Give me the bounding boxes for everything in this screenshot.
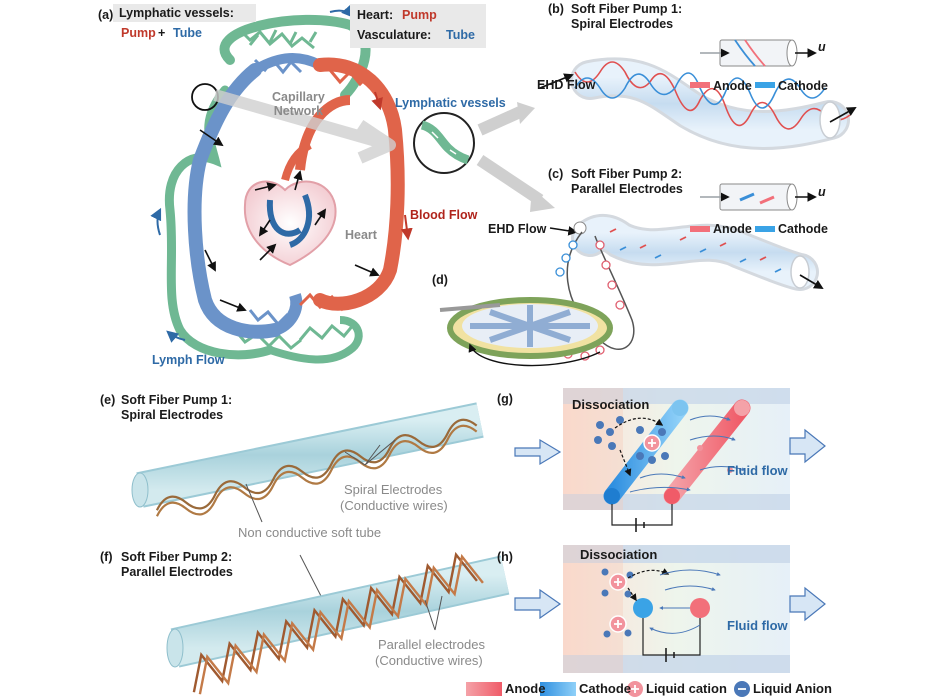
channel-h — [514, 545, 826, 673]
panel-c-tag: (c) — [548, 167, 564, 181]
lymph-flow-label: Lymph Flow — [152, 353, 225, 367]
u-label-b: u — [818, 40, 826, 54]
parallel-electrodes-label: Parallel electrodes — [378, 637, 485, 652]
parallel-electrode-tube — [166, 551, 510, 695]
ehd-flow-c: EHD Flow — [488, 222, 547, 236]
panel-e-tag: (e) — [100, 393, 116, 407]
legend-shapes — [466, 681, 750, 697]
heart-line-label: Heart: — [357, 8, 394, 22]
circulatory-diagram — [150, 4, 555, 364]
dissociation-h: Dissociation — [580, 547, 658, 562]
spiral-electrodes-label: Spiral Electrodes — [344, 482, 443, 497]
lymph-plus: + — [158, 26, 166, 40]
legend-anode: Anode — [505, 681, 546, 696]
lymph-tube: Tube — [173, 26, 202, 40]
channel-g — [514, 388, 826, 532]
panel-e-title-1: Soft Fiber Pump 1: — [121, 393, 233, 407]
parallel-electrodes-sub: (Conductive wires) — [375, 653, 483, 668]
spiral-electrodes-sub: (Conductive wires) — [340, 498, 448, 513]
cathode-swatch-b — [755, 82, 775, 88]
cathode-label-c: Cathode — [778, 222, 828, 236]
heart-label: Heart — [345, 228, 377, 242]
panel-b-title-2: Spiral Electrodes — [571, 17, 674, 31]
anode-swatch-b — [690, 82, 710, 88]
vasc-line-label: Vasculature: — [357, 28, 432, 42]
panel-d-tag: (d) — [432, 273, 448, 287]
panel-f-tag: (f) — [100, 550, 113, 564]
panel-h-tag: (h) — [497, 550, 513, 564]
spiral-electrode-tube — [131, 402, 484, 599]
dissociation-g: Dissociation — [572, 397, 650, 412]
heart-line-value: Pump — [402, 8, 437, 22]
legend-liquid-cation: Liquid cation — [646, 681, 727, 696]
parallel-pump-tube — [439, 183, 824, 367]
non-conductive-label: Non conductive soft tube — [238, 525, 382, 540]
panel-b-title-1: Soft Fiber Pump 1: — [571, 2, 683, 16]
blood-flow-label: Blood Flow — [410, 208, 478, 222]
panel-c-title-2: Parallel Electrodes — [571, 182, 683, 196]
spiral-pump-tube — [539, 39, 857, 150]
lymphatic-vessels-label: Lymphatic vessels — [395, 96, 506, 110]
anode-label-c: Anode — [713, 222, 752, 236]
anode-label-b: Anode — [713, 79, 752, 93]
legend-liquid-anion: Liquid Anion — [753, 681, 832, 696]
panel-c-title-1: Soft Fiber Pump 2: — [571, 167, 683, 181]
lymph-pump: Pump — [121, 26, 156, 40]
panel-f-title-2: Parallel Electrodes — [121, 565, 233, 579]
cathode-swatch-c — [755, 226, 775, 232]
fluid-flow-h: Fluid flow — [727, 618, 788, 633]
panel-f-title-1: Soft Fiber Pump 2: — [121, 550, 233, 564]
cathode-label-b: Cathode — [778, 79, 828, 93]
ehd-flow-b: EHD Flow — [537, 78, 596, 92]
lymph-label-box — [113, 4, 256, 22]
vasc-line-value: Tube — [446, 28, 475, 42]
fluid-flow-g: Fluid flow — [727, 463, 788, 478]
lymph-title: Lymphatic vessels: — [119, 6, 234, 20]
legend-cathode: Cathode — [579, 681, 631, 696]
u-label-c: u — [818, 185, 826, 199]
panel-g-tag: (g) — [497, 392, 513, 406]
panel-b-tag: (b) — [548, 2, 564, 16]
capillary-label: Capillary Network — [272, 90, 325, 119]
heart-label-box — [350, 4, 486, 48]
panel-a-tag: (a) — [98, 8, 114, 22]
anode-swatch-c — [690, 226, 710, 232]
panel-e-title-2: Spiral Electrodes — [121, 408, 224, 422]
